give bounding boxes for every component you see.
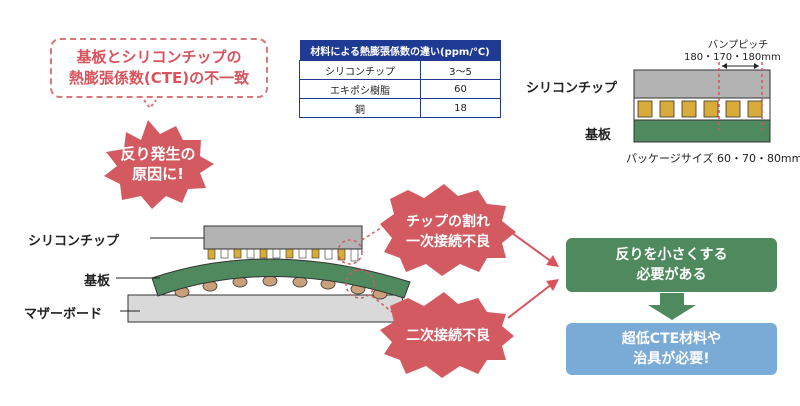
secondary-bubble-shape (380, 292, 514, 378)
goal-line-2: 必要がある (636, 267, 707, 283)
cte-mismatch-note: 基板とシリコンチップの 熱膨張係数(CTE)の不一致 (50, 38, 268, 98)
action-line-1: 超低CTE材料や (621, 331, 722, 347)
bump-pitch-values: 180・170・180mm (684, 52, 781, 63)
motherboard-shape (127, 294, 406, 323)
warp-chip-label: シリコンチップ (28, 234, 120, 249)
bump-pitch-label: バンプピッチ (708, 40, 769, 51)
mismatch-line-1: 基板とシリコンチップの (76, 48, 242, 66)
cause-bubble-shape (104, 120, 214, 209)
solution-goal-box: 反りを小さくする 必要がある (566, 238, 777, 292)
table-cell-value: 3～5 (420, 60, 501, 80)
package-chip-label: シリコンチップ (526, 81, 618, 96)
cause-bubble-text: 反り発生の 原因に! (120, 145, 196, 183)
package-bumps (637, 100, 763, 118)
goal-line-1: 反りを小さくする (615, 247, 728, 263)
table-cell-material: 銅 (299, 98, 421, 118)
table-cell-material: エキポシ樹脂 (299, 79, 421, 99)
solution-action-box: 超低CTE材料や 治具が必要! (566, 323, 777, 375)
package-chip (633, 69, 771, 99)
table-cell-value: 18 (420, 98, 501, 118)
warped-substrate-shape (151, 258, 411, 299)
mismatch-connector (143, 99, 157, 110)
warp-diagram (116, 225, 411, 323)
warp-chip-shape (203, 225, 363, 250)
mismatch-line-2: 熱膨張係数(CTE)の不一致 (68, 69, 250, 87)
table-cell-value: 60 (420, 79, 501, 99)
package-size-label: パッケージサイズ 60・70・80mm (626, 152, 800, 165)
table-row: 銅 18 (299, 98, 501, 118)
action-line-2: 治具が必要! (633, 351, 710, 367)
cte-table: 材料による熱膨張係数の違い(ppm/℃) シリコンチップ 3～5 エキポシ樹脂 … (299, 40, 501, 118)
table-row: エキポシ樹脂 60 (299, 79, 501, 99)
table-row: シリコンチップ 3～5 (299, 60, 501, 80)
package-diagram (633, 62, 771, 143)
cte-table-header: 材料による熱膨張係数の違い(ppm/℃) (299, 40, 501, 61)
chip-crack-bubble-shape (380, 184, 516, 276)
motherboard-label: マザーボード (24, 307, 103, 322)
warp-substrate-label: 基板 (84, 274, 111, 289)
down-arrow (648, 293, 696, 320)
chip-crack-bubble-text: チップの割れ 一次接続不良 (406, 214, 490, 250)
chip-bumps (207, 248, 359, 262)
secondary-bubble-text: 二次接続不良 (406, 328, 490, 344)
package-substrate-label: 基板 (585, 128, 612, 143)
table-cell-material: シリコンチップ (299, 60, 421, 80)
solution-arrows (507, 229, 559, 319)
package-substrate (633, 119, 771, 143)
